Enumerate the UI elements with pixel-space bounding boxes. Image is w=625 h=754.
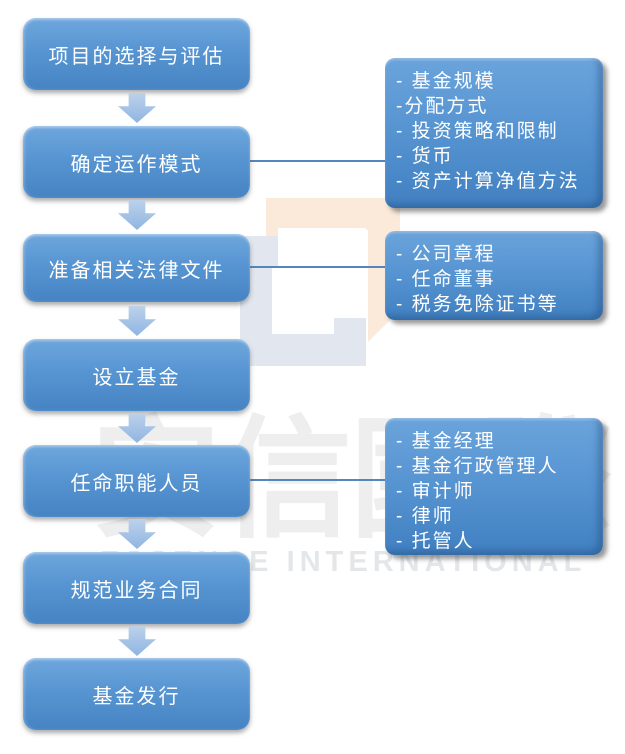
detail-line: - 任命董事: [396, 269, 496, 290]
step-operation-mode: 确定运作模式: [23, 126, 250, 198]
detail-line: - 审计师: [396, 481, 475, 502]
step-project-selection: 项目的选择与评估: [23, 18, 250, 90]
detail-box-personnel: - 基金经理 - 基金行政管理人 - 审计师 - 律师 - 托管人: [385, 418, 603, 555]
step-business-contracts: 规范业务合同: [23, 552, 250, 624]
detail-line: - 投资策略和限制: [396, 121, 559, 142]
down-arrow-icon: [118, 626, 156, 656]
detail-line: - 基金经理: [396, 431, 496, 452]
connector-line-personnel: [250, 479, 386, 481]
step-establish-fund: 设立基金: [23, 339, 250, 411]
step-fund-issuance: 基金发行: [23, 658, 250, 730]
detail-box-legal-docs: - 公司章程 - 任命董事 - 税务免除证书等: [385, 231, 603, 320]
down-arrow-icon: [118, 93, 156, 123]
down-arrow-icon: [118, 306, 156, 336]
connector-line-operation-mode: [250, 160, 386, 162]
connector-line-legal-docs: [250, 266, 386, 268]
step-label: 项目的选择与评估: [48, 45, 225, 68]
step-label: 设立基金: [92, 366, 181, 389]
detail-line: - 基金规模: [396, 71, 496, 92]
down-arrow-icon: [118, 200, 156, 230]
detail-line: - 税务免除证书等: [396, 294, 559, 315]
step-label: 准备相关法律文件: [48, 259, 225, 282]
step-label: 任命职能人员: [70, 472, 203, 495]
detail-line: - 托管人: [396, 531, 475, 552]
step-legal-documents: 准备相关法律文件: [23, 234, 250, 302]
detail-line: -分配方式: [396, 96, 489, 117]
detail-line: - 基金行政管理人: [396, 456, 559, 477]
detail-line: - 资产计算净值方法: [396, 171, 580, 192]
step-label: 确定运作模式: [70, 153, 203, 176]
step-label: 基金发行: [92, 685, 181, 708]
detail-line: - 公司章程: [396, 244, 496, 265]
detail-box-operation-mode: - 基金规模 -分配方式 - 投资策略和限制 - 货币 - 资产计算净值方法: [385, 58, 603, 208]
step-label: 规范业务合同: [70, 579, 203, 602]
step-appoint-personnel: 任命职能人员: [23, 445, 250, 517]
detail-line: - 律师: [396, 506, 454, 527]
detail-line: - 货币: [396, 146, 454, 167]
essence-cube-logo-icon: [240, 198, 400, 366]
